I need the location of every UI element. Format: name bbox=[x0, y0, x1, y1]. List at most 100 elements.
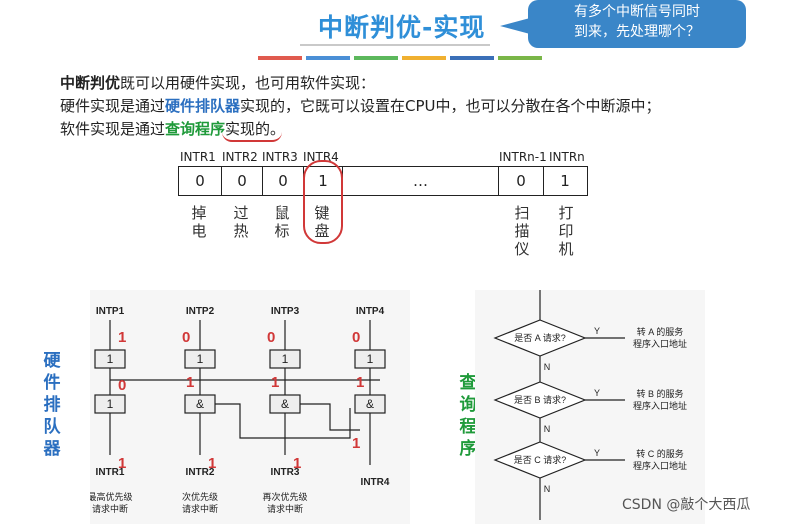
red-circle-annotation bbox=[303, 160, 343, 244]
red-annotation: 1 bbox=[271, 374, 279, 391]
caption: 请求中断 bbox=[92, 503, 128, 514]
label-char: 程 bbox=[459, 417, 477, 437]
device-char: 键 bbox=[314, 204, 330, 222]
device-char: 标 bbox=[274, 222, 290, 240]
device-char: 描 bbox=[514, 222, 530, 240]
reg-cell: 1 bbox=[560, 172, 570, 190]
action-text: 程序入口地址 bbox=[633, 338, 687, 349]
action-text: 转 B 的服务 bbox=[636, 388, 683, 399]
reg-cell: 0 bbox=[179, 167, 222, 195]
label-char: 队 bbox=[43, 417, 61, 437]
question-bubble: 有多个中断信号同时 到来，先处理哪个？ bbox=[528, 0, 746, 48]
action-text: 转 A 的服务 bbox=[637, 326, 684, 337]
color-bar bbox=[498, 56, 542, 60]
caption: 再次优先级 bbox=[262, 491, 307, 502]
para-text: 硬件实现是通过 bbox=[60, 97, 166, 115]
query-program-label: 查 询 程 序 bbox=[458, 372, 478, 460]
label-char: 查 bbox=[459, 373, 477, 393]
query-flowchart: 是否 A 请求? 是否 B 请求? 是否 C 请求? Y Y Y N N N 转… bbox=[475, 290, 705, 524]
red-annotation: 1 bbox=[118, 455, 126, 472]
device-char: 鼠 bbox=[274, 204, 290, 222]
device-char: 电 bbox=[191, 222, 207, 240]
decision-text: 是否 B 请求? bbox=[514, 394, 566, 405]
input-label: INTP4 bbox=[356, 306, 385, 317]
device-char: 过 bbox=[233, 204, 249, 222]
color-bar bbox=[258, 56, 302, 60]
reg-label: INTR2 bbox=[222, 150, 258, 164]
query-program-term: 查询程序 bbox=[165, 120, 226, 138]
device-label: 扫 描 仪 bbox=[512, 204, 532, 258]
title-underline bbox=[300, 44, 490, 46]
red-annotation: 1 bbox=[293, 455, 301, 472]
yes-label: Y bbox=[594, 326, 600, 336]
para-line-2: 硬件实现是通过硬件排队器实现的，它既可以设置在CPU中，也可以分散在各个中断源中… bbox=[60, 95, 661, 116]
reg-label: INTR1 bbox=[180, 150, 216, 164]
para-text: 实现的，它既可以设置在CPU中，也可以分散在各个中断源中； bbox=[240, 97, 661, 115]
reg-cell: 0 bbox=[222, 167, 263, 195]
red-annotation: 0 bbox=[267, 329, 275, 346]
action-text: 程序入口地址 bbox=[633, 400, 687, 411]
device-char: 仪 bbox=[514, 240, 530, 258]
caption: 次优先级 bbox=[182, 491, 218, 502]
gate-symbol: & bbox=[281, 397, 289, 411]
yes-label: Y bbox=[594, 448, 600, 458]
hw-queue-label: 硬 件 排 队 器 bbox=[42, 350, 62, 460]
device-char: 打 bbox=[558, 204, 574, 222]
gate-symbol: & bbox=[366, 397, 374, 411]
red-annotation: 1 bbox=[208, 455, 216, 472]
label-char: 排 bbox=[43, 395, 61, 415]
gate-symbol: 1 bbox=[107, 352, 114, 366]
device-char: 机 bbox=[558, 240, 574, 258]
caption: 最高优先级 bbox=[90, 491, 133, 502]
action-text: 程序入口地址 bbox=[633, 460, 687, 471]
color-bar bbox=[354, 56, 398, 60]
hw-queue-term: 硬件排队器 bbox=[165, 97, 241, 115]
red-annotation: 1 bbox=[186, 374, 194, 391]
caption: 请求中断 bbox=[267, 503, 303, 514]
reg-cell: … bbox=[343, 167, 499, 195]
reg-label: INTR3 bbox=[262, 150, 298, 164]
reg-label: INTRn bbox=[549, 150, 585, 164]
device-char: 热 bbox=[233, 222, 249, 240]
hardware-queue-diagram: INTP1 INTP2 INTP3 INTP4 1 1 1 & 1 & 1 & … bbox=[90, 290, 410, 524]
device-char: 印 bbox=[558, 222, 574, 240]
gate-symbol: & bbox=[196, 397, 204, 411]
red-annotation: 1 bbox=[352, 435, 360, 452]
action-text: 转 C 的服务 bbox=[636, 448, 684, 459]
device-char: 掉 bbox=[191, 204, 207, 222]
caption: 请求中断 bbox=[182, 503, 218, 514]
bubble-line-2: 到来，先处理哪个？ bbox=[574, 24, 700, 40]
no-label: N bbox=[544, 484, 551, 494]
red-annotation: 1 bbox=[118, 329, 126, 346]
para-keyword: 中断判优 bbox=[60, 74, 121, 92]
label-char: 硬 bbox=[43, 351, 61, 371]
decision-text: 是否 C 请求? bbox=[514, 454, 567, 465]
red-underline-annotation bbox=[222, 132, 282, 142]
interrupt-register: 0 0 0 1 … 0 1 bbox=[178, 166, 588, 196]
output-label: INTR3 bbox=[271, 467, 300, 478]
input-label: INTP2 bbox=[186, 306, 215, 317]
csdn-watermark: CSDN @敲个大西瓜 bbox=[622, 497, 751, 513]
gate-symbol: 1 bbox=[367, 352, 374, 366]
para-line-1: 中断判优既可以用硬件实现，也可用软件实现： bbox=[60, 72, 375, 93]
para-text: 既可以用硬件实现，也可用软件实现： bbox=[120, 74, 376, 92]
label-char: 器 bbox=[43, 439, 61, 459]
reg-label: INTRn-1 bbox=[499, 150, 547, 164]
input-label: INTP1 bbox=[96, 306, 125, 317]
red-annotation: 0 bbox=[352, 329, 360, 346]
label-char: 询 bbox=[459, 395, 477, 415]
decision-text: 是否 A 请求? bbox=[514, 332, 566, 343]
device-char: 扫 bbox=[514, 204, 530, 222]
slide-title: 中断判优-实现 bbox=[318, 13, 486, 42]
color-bar bbox=[306, 56, 350, 60]
reg-cell: 0 bbox=[499, 167, 544, 195]
red-annotation: 1 bbox=[356, 374, 364, 391]
gate-symbol: 1 bbox=[197, 352, 204, 366]
bubble-line-1: 有多个中断信号同时 bbox=[574, 4, 700, 20]
red-annotation: 0 bbox=[182, 329, 190, 346]
device-label: 过 热 bbox=[231, 204, 251, 240]
reg-cell: 0 bbox=[263, 167, 304, 195]
device-label: 打 印 机 bbox=[556, 204, 576, 258]
output-label: INTR1 bbox=[96, 467, 125, 478]
yes-label: Y bbox=[594, 388, 600, 398]
